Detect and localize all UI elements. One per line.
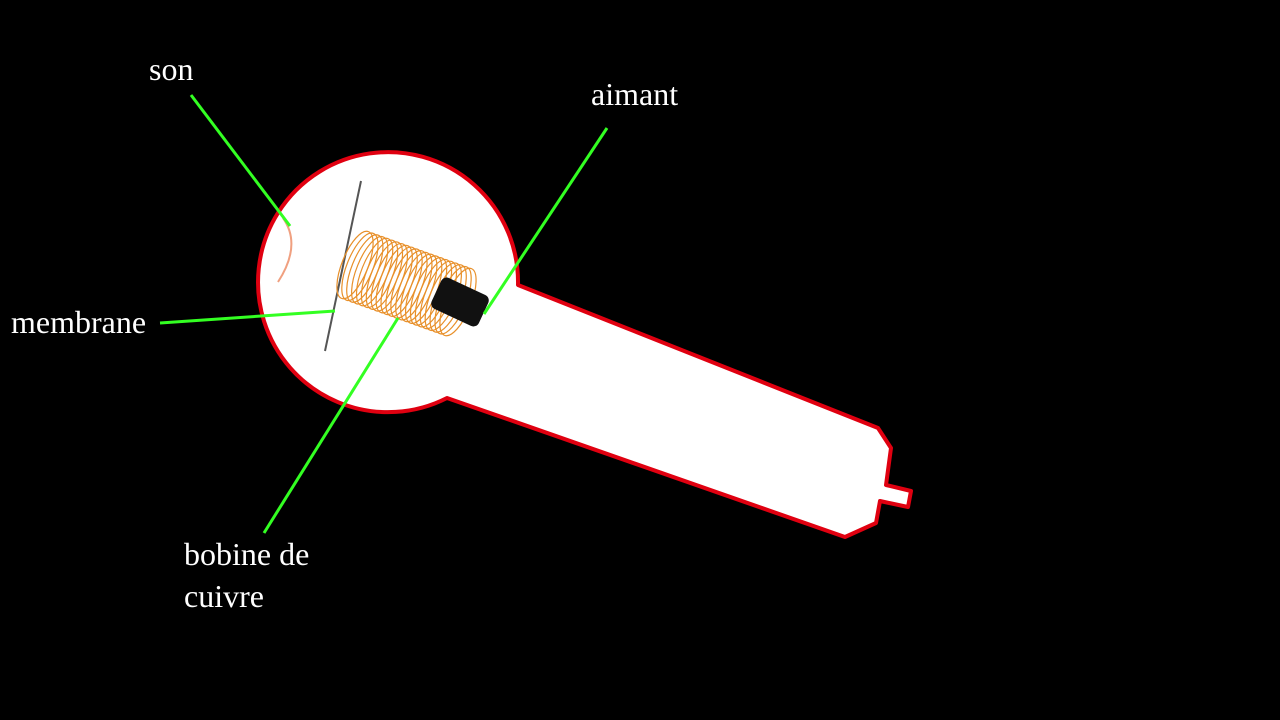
label-bobine-de-cuivre: bobine de cuivre bbox=[184, 533, 309, 617]
leader-line-aimant bbox=[482, 127, 609, 315]
leader-line-bobine bbox=[262, 317, 400, 534]
leader-line-son bbox=[189, 94, 292, 227]
label-bobine-line2: cuivre bbox=[184, 578, 264, 614]
leader-lines bbox=[159, 94, 609, 534]
microphone-body bbox=[256, 150, 913, 539]
label-son: son bbox=[149, 51, 194, 87]
label-bobine-line1: bobine de bbox=[184, 536, 310, 572]
label-aimant: aimant bbox=[591, 76, 679, 112]
membrane-plate bbox=[324, 180, 362, 352]
magnet bbox=[431, 277, 489, 327]
label-membrane: membrane bbox=[11, 304, 147, 340]
leader-line-membrane bbox=[159, 309, 336, 325]
